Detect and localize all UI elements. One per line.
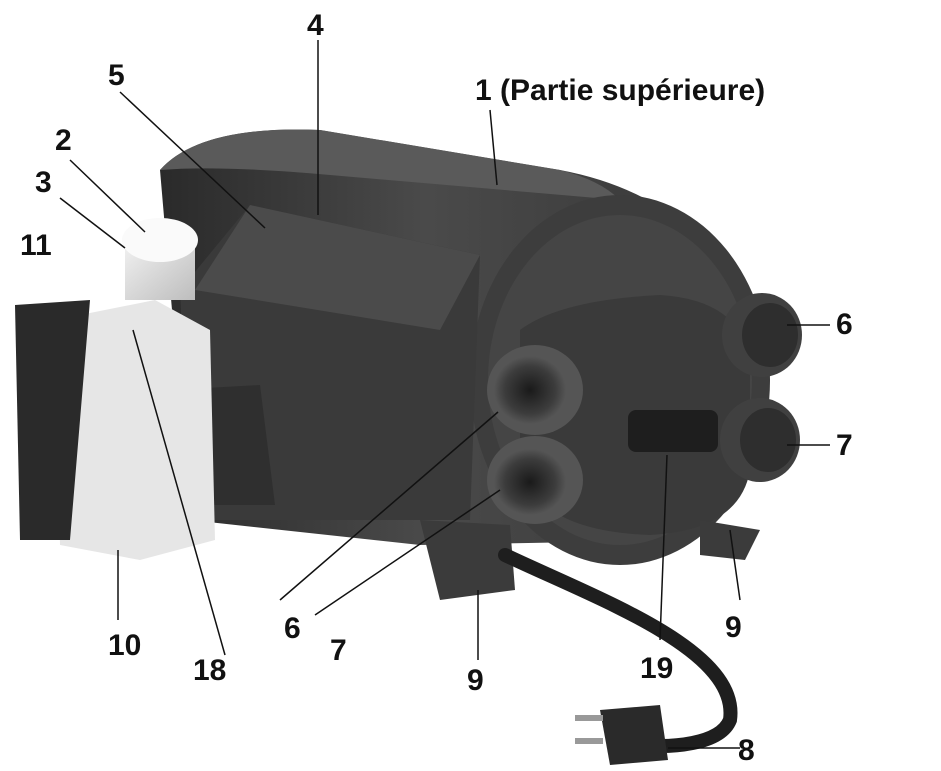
label-19: 19: [640, 652, 673, 685]
label-2: 2: [55, 124, 72, 157]
label-9-rear: 9: [725, 611, 742, 644]
suction-port-right: [720, 398, 800, 482]
label-3: 3: [35, 166, 52, 199]
front-foot: [420, 520, 515, 600]
label-6-front: 6: [284, 612, 301, 645]
label-18: 18: [193, 654, 226, 687]
suction-port-front: [487, 436, 583, 524]
white-bracket: [55, 300, 215, 560]
rear-foot: [700, 520, 760, 560]
label-4: 4: [307, 9, 324, 42]
label-7-right: 7: [836, 429, 853, 462]
label-6-right: 6: [836, 308, 853, 341]
discharge-port-front: [487, 345, 583, 435]
label-5: 5: [108, 59, 125, 92]
label-8: 8: [738, 734, 755, 767]
label-1: 1 (Partie supérieure): [475, 74, 765, 107]
label-9-front: 9: [467, 664, 484, 697]
discharge-port-right: [722, 293, 802, 377]
power-plug: [575, 705, 668, 765]
left-cap: [15, 300, 90, 540]
label-10: 10: [108, 629, 141, 662]
leader-lines: [59, 40, 830, 749]
label-11: 11: [20, 229, 52, 262]
power-cord: [498, 548, 738, 753]
inlet-pipe: [122, 218, 198, 300]
label-7-front: 7: [330, 634, 347, 667]
